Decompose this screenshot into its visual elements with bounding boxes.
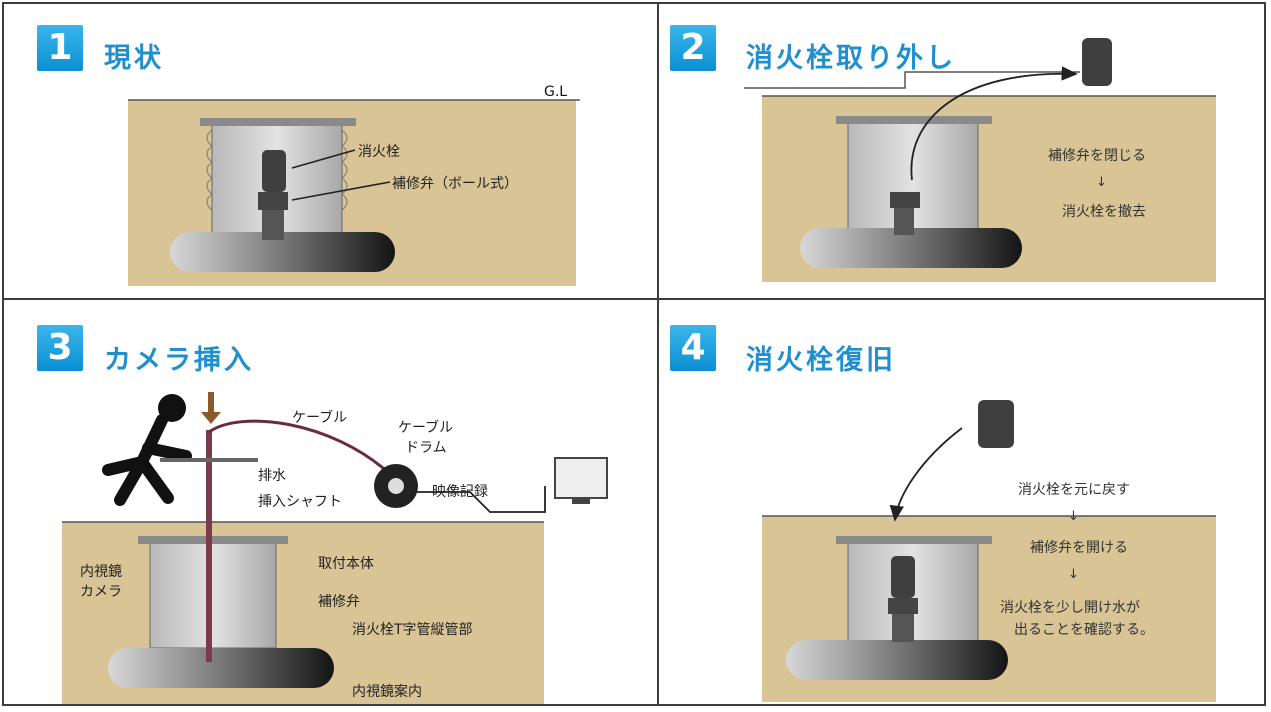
hydrant [262, 150, 286, 192]
label-t-pipe: 消火栓T字管縦管部 [352, 622, 473, 638]
video-line [416, 486, 546, 513]
repair-valve [888, 598, 918, 614]
panel-2-number-badge: 2 [670, 25, 716, 71]
ground-level-label: G.L [544, 84, 567, 100]
water-main-pipe [108, 648, 334, 688]
return-arrow [889, 427, 963, 522]
step-close-valve: 補修弁を閉じる [1048, 148, 1146, 164]
panel-4-number-badge: 4 [670, 325, 716, 371]
label-endoscope-1: 内視鏡 [80, 564, 122, 580]
label-endoscope-guide: 内視鏡案内 [352, 683, 422, 700]
panel-3-number-badge: 3 [37, 325, 83, 371]
water-main-pipe [170, 232, 395, 272]
cable [208, 419, 392, 476]
panel-1-diagram: G.L 消火栓 補修弁（ボール式） [128, 84, 580, 286]
leader-valve [291, 181, 391, 201]
riser-pipe [262, 210, 284, 240]
shaft-wall-right [341, 129, 348, 211]
label-repair-valve: 補修弁（ボール式） [392, 176, 518, 192]
leader-hydrant [291, 149, 356, 169]
cable-drum-hub [388, 478, 404, 494]
repair-valve [890, 192, 920, 208]
panel-4-title: 消火栓復旧 [746, 345, 896, 376]
returning-hydrant [978, 400, 1014, 448]
riser-pipe [892, 612, 914, 642]
panel-1-title: 現状 [104, 43, 164, 74]
insert-direction-arrow [201, 392, 221, 424]
riser-pipe [894, 205, 914, 235]
divider-horizontal [2, 298, 1266, 300]
monitor-stand [572, 498, 590, 504]
step-arrow: ↓ [1096, 175, 1107, 190]
label-hydrant: 消火栓 [358, 144, 400, 160]
label-repair-valve: 補修弁 [318, 594, 360, 610]
label-video-record: 映像記録 [432, 483, 488, 500]
step-check-water-1: 消火栓を少し開け水が [1000, 600, 1140, 616]
manhole-cover [836, 116, 992, 124]
manhole-cover [200, 118, 356, 126]
underline [744, 71, 1080, 89]
water-main-pipe [786, 640, 1008, 680]
worker-figure [102, 414, 192, 506]
label-cable-drum-2: ドラム [405, 440, 447, 456]
step-remove-hydrant: 消火栓を撤去 [1062, 204, 1146, 220]
step-check-water-2: 出ることを確認する。 [1014, 622, 1154, 638]
removal-arrow [910, 66, 1078, 181]
divider-vertical [657, 2, 659, 706]
panel-2-title: 消火栓取り外し [746, 43, 956, 74]
step-arrow-1: ↓ [1068, 509, 1079, 524]
panel-4-diagram: 消火栓を元に戻す ↓ 補修弁を開ける ↓ 消火栓を少し開け水が 出ることを確認す… [762, 400, 1216, 702]
label-endoscope-2: カメラ [80, 584, 122, 600]
label-cable: ケーブル [292, 409, 347, 426]
step-open-valve: 補修弁を開ける [1030, 540, 1128, 556]
repair-valve [258, 192, 288, 210]
panel-2-diagram: 補修弁を閉じる ↓ 消火栓を撤去 [744, 38, 1216, 282]
manhole-cover [138, 536, 288, 544]
step-arrow-2: ↓ [1068, 567, 1079, 582]
insertion-shaft [206, 430, 212, 662]
panel-1-number-badge: 1 [37, 25, 83, 71]
step-return-hydrant: 消火栓を元に戻す [1018, 482, 1130, 498]
hydrant [891, 556, 915, 598]
monitor-icon [554, 457, 608, 499]
water-main-pipe [800, 228, 1022, 268]
panel-3-diagram: ケーブル ケーブル ドラム 排水 挿入シャフト 映像記録 内視鏡 カメラ 取付本… [62, 392, 608, 704]
label-insertion-shaft: 挿入シャフト [258, 494, 342, 510]
manhole-cover [836, 536, 992, 544]
removed-hydrant [1082, 38, 1112, 86]
manhole-shaft [149, 539, 277, 649]
label-mount-body: 取付本体 [318, 556, 374, 572]
label-drain: 排水 [258, 468, 286, 484]
shaft-wall-left [206, 129, 213, 211]
label-cable-drum-1: ケーブル [398, 419, 453, 436]
panel-3-title: カメラ挿入 [104, 345, 254, 376]
